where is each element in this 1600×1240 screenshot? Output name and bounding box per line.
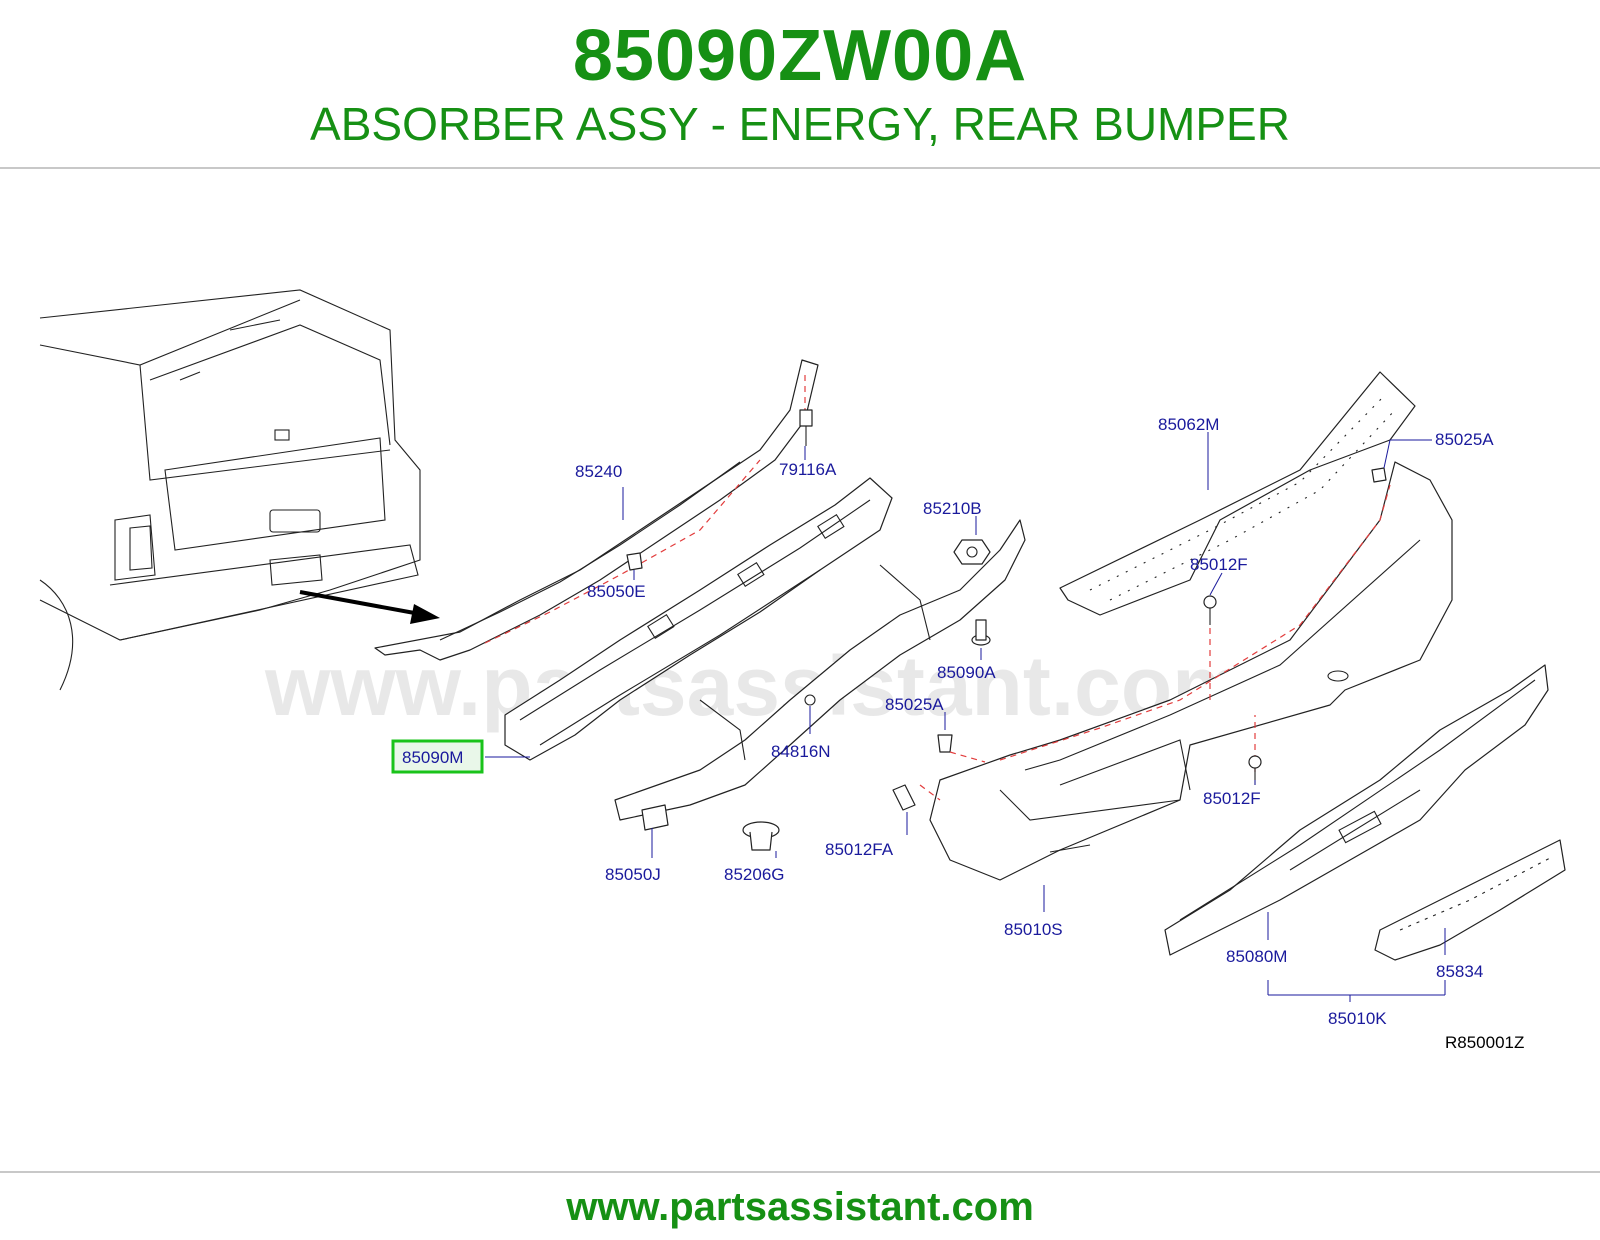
callout-85010s[interactable]: 85010S	[1004, 920, 1063, 939]
bolt-79116a-icon	[799, 409, 813, 446]
callout-85090m[interactable]: 85090M	[402, 748, 463, 767]
direction-arrow	[299, 590, 440, 624]
callout-85206g[interactable]: 85206G	[724, 865, 785, 884]
grommet-85206g-icon	[742, 821, 780, 851]
part-85062m-step-pad	[1059, 371, 1416, 616]
callout-84816n[interactable]: 84816N	[771, 742, 831, 761]
fastener-85025a-top-icon	[1371, 467, 1387, 483]
callout-85834[interactable]: 85834	[1436, 962, 1483, 981]
assembly-line	[484, 459, 761, 644]
part-85010s-bumper-fascia	[929, 461, 1453, 881]
fastener-85025a-icon	[937, 734, 953, 753]
callout-85050e[interactable]: 85050E	[587, 582, 646, 601]
clip-85050j-icon	[641, 804, 669, 831]
assembly-line	[919, 784, 941, 801]
nut-85210b-icon	[953, 539, 991, 565]
part-description: ABSORBER ASSY - ENERGY, REAR BUMPER	[310, 98, 1290, 150]
part-85080m-reinforcement	[1164, 664, 1549, 956]
callout-85012f-top[interactable]: 85012F	[1190, 555, 1248, 574]
vehicle-rear-illustration	[39, 289, 421, 691]
footer-divider	[0, 1171, 1600, 1173]
screw-85012f-icon	[1203, 595, 1217, 625]
diagram-reference-code: R850001Z	[1445, 1033, 1524, 1052]
callout-79116a[interactable]: 79116A	[779, 460, 837, 479]
highlight-box	[391, 739, 484, 774]
part-85090m-energy-absorber	[504, 477, 893, 761]
part-frame-bracket	[614, 519, 1026, 821]
callout-85010k[interactable]: 85010K	[1328, 1009, 1387, 1028]
clip-85050e-icon	[626, 552, 643, 571]
callout-85080m[interactable]: 85080M	[1226, 947, 1287, 966]
callout-85090a[interactable]: 85090A	[937, 663, 996, 682]
leader-lines	[485, 432, 1446, 1002]
footer-link[interactable]: www.partsassistant.com	[566, 1185, 1034, 1229]
callout-85050j[interactable]: 85050J	[605, 865, 661, 884]
callout-85210b[interactable]: 85210B	[923, 499, 982, 518]
callout-85012f-bottom[interactable]: 85012F	[1203, 789, 1261, 808]
page-title: 85090ZW00A	[572, 16, 1028, 96]
callout-85012fa[interactable]: 85012FA	[825, 840, 894, 859]
header-divider	[0, 167, 1600, 169]
connector-85012fa-icon	[892, 784, 916, 811]
watermark-text: www.partsassistant.com	[264, 639, 1247, 733]
callout-85025a-mid[interactable]: 85025A	[885, 695, 944, 714]
assembly-line	[949, 751, 986, 763]
callout-85025a-top[interactable]: 85025A	[1435, 430, 1494, 449]
callout-85062m[interactable]: 85062M	[1158, 415, 1219, 434]
callout-85240[interactable]: 85240	[575, 462, 622, 481]
part-85834-step	[1374, 839, 1566, 961]
fastener-85090a-icon	[971, 619, 991, 646]
